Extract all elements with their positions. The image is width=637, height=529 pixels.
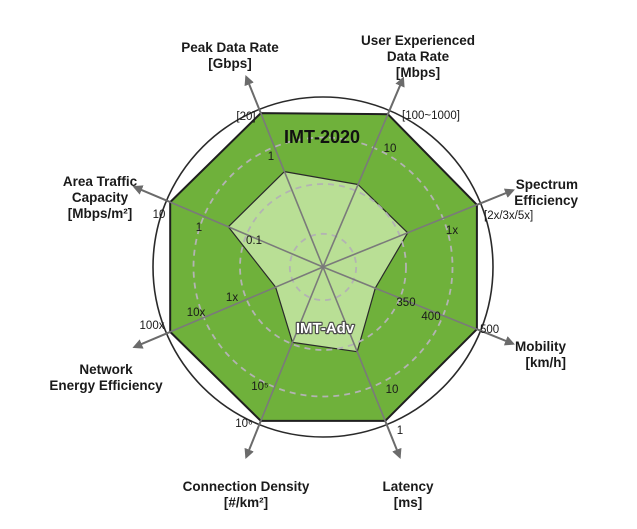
tick-label-peak-data-rate-inner: 1 xyxy=(268,151,274,163)
tick-label-mobility-mid: 400 xyxy=(421,311,440,323)
axis-arrow-area-traffic-capacity xyxy=(132,185,171,204)
axis-arrow-latency xyxy=(384,420,402,459)
axis-arrow-mobility xyxy=(476,328,515,346)
spoke-connection-density xyxy=(260,266,324,422)
tick-label-peak-data-rate-outer: [20] xyxy=(236,111,255,123)
axis-title-area-traffic-capacity-1: Area Traffic xyxy=(63,174,138,189)
axis-title-spectrum-efficiency-1: Spectrum xyxy=(516,177,578,192)
spoke-latency xyxy=(322,266,386,422)
tick-label-mobility-inner: 350 xyxy=(396,297,415,309)
grid-ring-1 xyxy=(288,232,358,302)
tick-label-connection-density-inner: 10⁵ xyxy=(251,381,269,393)
axis-title-connection-density-2: [#/km²] xyxy=(224,495,268,510)
axis-title-peak-data-rate-2: [Gbps] xyxy=(208,56,252,71)
axis-title-peak-data-rate-1: Peak Data Rate xyxy=(181,40,279,55)
tick-label-user-experienced-data-rate-inner: 10 xyxy=(384,143,397,155)
tick-label-network-energy-efficiency-mid: 10x xyxy=(187,307,206,319)
spoke-peak-data-rate xyxy=(260,112,324,268)
tick-label-user-experienced-data-rate-outer: [100~1000] xyxy=(402,110,460,122)
spoke-area-traffic-capacity xyxy=(169,201,324,268)
axis-title-network-energy-efficiency-2: Energy Efficiency xyxy=(49,378,163,393)
tick-label-area-traffic-capacity-inner: 0.1 xyxy=(246,235,262,247)
tick-label-latency-outer: 1 xyxy=(397,425,403,437)
axis-title-user-experienced-data-rate-1: User Experienced xyxy=(361,33,475,48)
tick-label-network-energy-efficiency-outer: 100x xyxy=(140,320,165,332)
axis-arrow-network-energy-efficiency xyxy=(132,330,171,349)
grid-ring-2 xyxy=(239,183,407,351)
outer-circle xyxy=(152,96,494,438)
axis-title-area-traffic-capacity-3: [Mbps/m²] xyxy=(68,206,133,221)
series-label-imt-adv: IMT-Adv xyxy=(296,320,355,337)
axis-title-network-energy-efficiency-1: Network xyxy=(79,362,133,377)
tick-label-network-energy-efficiency-inner: 1x xyxy=(226,292,238,304)
axis-arrow-connection-density xyxy=(244,420,262,459)
tick-label-area-traffic-capacity-mid: 1 xyxy=(196,222,202,234)
axis-arrow-peak-data-rate xyxy=(244,75,262,114)
grid-ring-3 xyxy=(192,136,454,398)
tick-label-area-traffic-capacity-outer: 10 xyxy=(153,209,166,221)
axis-title-latency-2: [ms] xyxy=(394,495,423,510)
axis-title-mobility-2: [km/h] xyxy=(526,355,567,370)
tick-label-spectrum-efficiency-inner: 1x xyxy=(446,225,458,237)
axis-arrow-spectrum-efficiency xyxy=(476,188,515,206)
axis-title-latency-1: Latency xyxy=(382,479,434,494)
axis-title-connection-density-1: Connection Density xyxy=(183,479,310,494)
axis-title-mobility-1: Mobility xyxy=(515,339,566,354)
spoke-network-energy-efficiency xyxy=(169,266,324,333)
tick-label-mobility-outer: 500 xyxy=(480,324,499,336)
series-label-imt-2020: IMT-2020 xyxy=(284,127,360,147)
axis-title-user-experienced-data-rate-3: [Mbps] xyxy=(396,65,440,80)
tick-label-spectrum-efficiency-outer: [2x/3x/5x] xyxy=(484,210,533,222)
spoke-user-experienced-data-rate xyxy=(322,113,389,268)
axis-title-user-experienced-data-rate-2: Data Rate xyxy=(387,49,450,64)
axis-title-area-traffic-capacity-2: Capacity xyxy=(72,190,129,205)
spoke-mobility xyxy=(322,266,478,330)
tick-label-connection-density-outer: 10⁶ xyxy=(235,418,253,430)
spoke-spectrum-efficiency xyxy=(322,204,478,268)
axis-title-spectrum-efficiency-2: Efficiency xyxy=(514,193,578,208)
axis-arrow-user-experienced-data-rate xyxy=(386,76,405,115)
tick-label-latency-inner: 10 xyxy=(386,384,399,396)
